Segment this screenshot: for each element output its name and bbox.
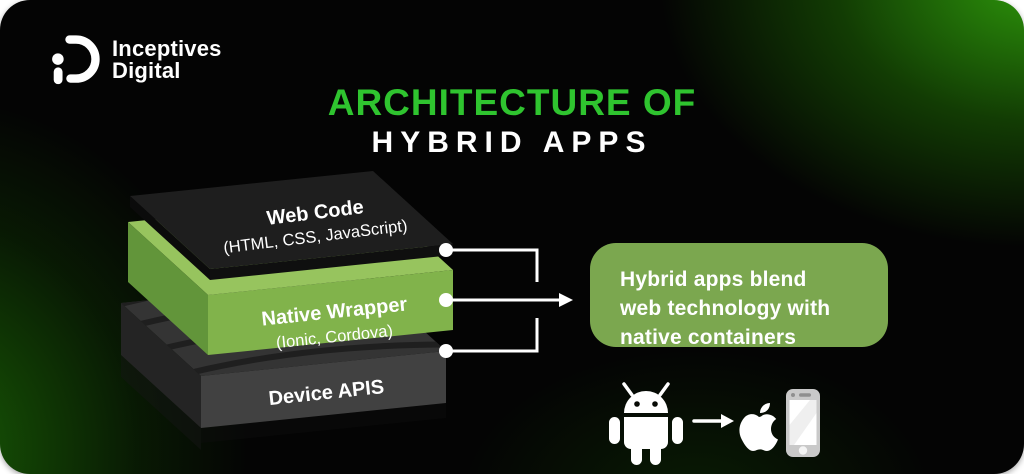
callout-line1: Hybrid apps blend [620, 268, 807, 291]
title-line-main: HYBRID APPS [371, 126, 653, 159]
brand-name-line1: Inceptives [112, 36, 222, 61]
stack-reflection [121, 355, 446, 450]
title-line-accent: ARCHITECTURE OF [327, 82, 697, 123]
callout-box: Hybrid apps blend web technology with na… [590, 243, 888, 349]
connector-dots [439, 243, 453, 358]
connector-lines [446, 248, 559, 353]
brand-name-line2: Digital [112, 58, 181, 83]
platforms-row [609, 382, 820, 465]
callout-line3: native containers [620, 326, 797, 349]
callout-line2: web technology with [620, 297, 831, 320]
android-icon [609, 382, 683, 465]
arrow-right-icon [692, 414, 734, 428]
connector-arrowhead [559, 293, 573, 307]
apple-icon [739, 403, 778, 451]
inceptives-digital-monogram-icon [52, 35, 100, 85]
layer-web-code: Web Code (HTML, CSS, JavaScript) [130, 171, 453, 280]
page-title: ARCHITECTURE OF HYBRID APPS [0, 84, 1024, 158]
brand-name: Inceptives Digital [112, 38, 222, 82]
stack-diagram: Device APIS Native Wrapper (Ionic, Cordo… [121, 171, 573, 450]
brand-logo: Inceptives Digital [50, 33, 222, 87]
iphone-icon [786, 389, 820, 457]
